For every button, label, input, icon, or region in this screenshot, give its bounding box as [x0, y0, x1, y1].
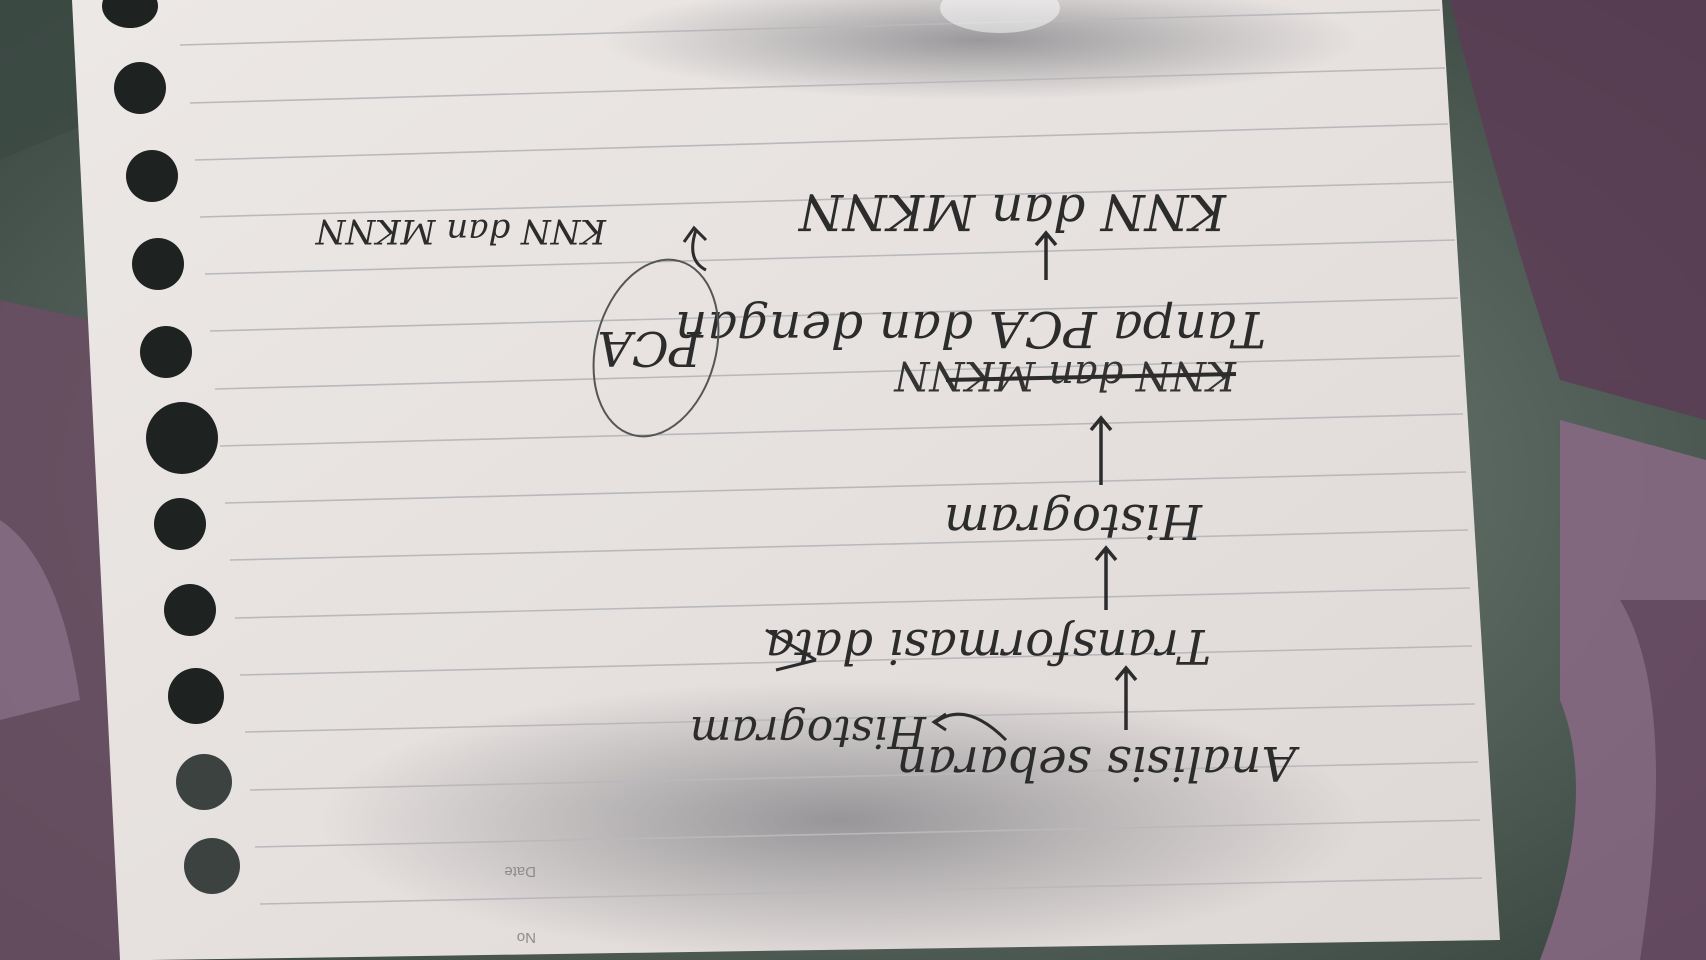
- strikethrough: [945, 372, 1237, 382]
- ruled-lines: [179, 9, 1483, 905]
- note-line-6: KNN dan MKNN: [797, 183, 1227, 241]
- binding-hole: [102, 0, 158, 28]
- date-label: Date: [504, 863, 536, 880]
- branch-arrow-head: [931, 712, 947, 732]
- binding-hole: [154, 498, 206, 550]
- binding-hole: [168, 668, 224, 724]
- shadow: [320, 680, 1360, 960]
- binding-hole: [184, 838, 240, 894]
- binding-hole: [176, 754, 232, 810]
- binding-hole: [132, 238, 184, 290]
- handwritten-notes: Analisis sebaran Histogram Transformasi …: [315, 183, 1300, 791]
- branch-label: KNN dan MKNN: [315, 211, 607, 251]
- note-line-1-branch: Histogram: [690, 706, 927, 757]
- light-glare: [940, 0, 1060, 33]
- binding-hole: [114, 62, 166, 114]
- binding-holes: [102, 0, 240, 894]
- circle-annotation: [592, 258, 720, 438]
- note-line-5-circled: PCA: [597, 320, 702, 376]
- binding-hole: [126, 150, 178, 202]
- note-arrow-left: [765, 628, 817, 672]
- binding-hole: [146, 402, 218, 474]
- arrow-down: [1089, 415, 1113, 485]
- note-line-5: Tanpa PCA dan dengan: [675, 300, 1266, 358]
- note-line-3: Histogram: [944, 493, 1203, 549]
- arrow-down: [1034, 230, 1058, 280]
- binding-hole: [164, 584, 216, 636]
- note-line-2: Transformasi data: [766, 618, 1211, 674]
- note-line-1: Analisis sebaran: [896, 735, 1300, 791]
- binding-hole: [140, 326, 192, 378]
- arrow-down: [1114, 665, 1138, 730]
- arrow-down: [1094, 545, 1118, 610]
- no-label: No: [517, 929, 536, 946]
- arrow-branch: [682, 225, 708, 272]
